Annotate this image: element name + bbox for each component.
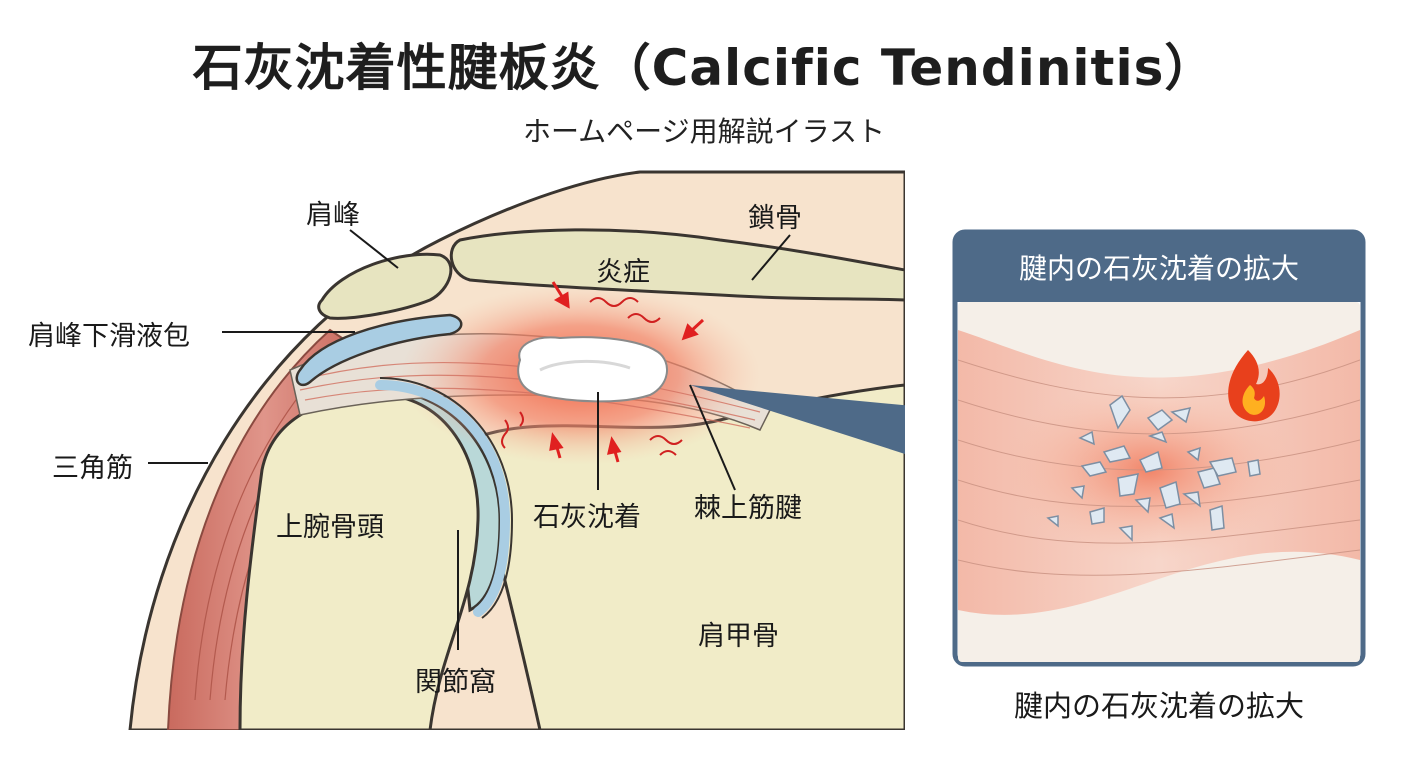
fire-icon [1228,350,1280,422]
callout-pointer [690,385,905,454]
inset-caption: 腱内の石灰沈着の拡大 [1013,689,1304,723]
label-humeral-head: 上腕骨頭 [276,512,384,543]
inset-header-bar [955,232,1363,302]
inflammation-marks [501,297,683,456]
label-calcium-deposit: 石灰沈着 [533,502,641,533]
calcium-crystals [1046,394,1261,542]
subacromial-bursa [295,313,463,387]
label-inflammation: 炎症 [596,257,650,288]
inflammation-arrows [549,281,705,463]
label-clavicle: 鎖骨 [748,203,802,234]
label-acromion: 肩峰 [306,200,360,231]
label-glenoid: 関節窩 [415,667,496,698]
label-supraspinatus-tendon: 棘上筋腱 [694,493,802,524]
inset-tendon-closeup [958,302,1360,662]
label-deltoid: 三角筋 [52,453,133,484]
acromion-bone [317,252,453,320]
inset-header-text: 腱内の石灰沈着の拡大 [1018,252,1299,285]
calcium-deposit [517,336,668,403]
page-subtitle: ホームページ用解説イラスト [522,115,886,148]
clavicle-bone [449,228,905,302]
label-scapula: 肩甲骨 [698,621,779,652]
label-subacromial-bursa: 肩峰下滑液包 [28,321,190,352]
page-title: 石灰沈着性腱板炎（Calcific Tendinitis） [192,39,1216,97]
